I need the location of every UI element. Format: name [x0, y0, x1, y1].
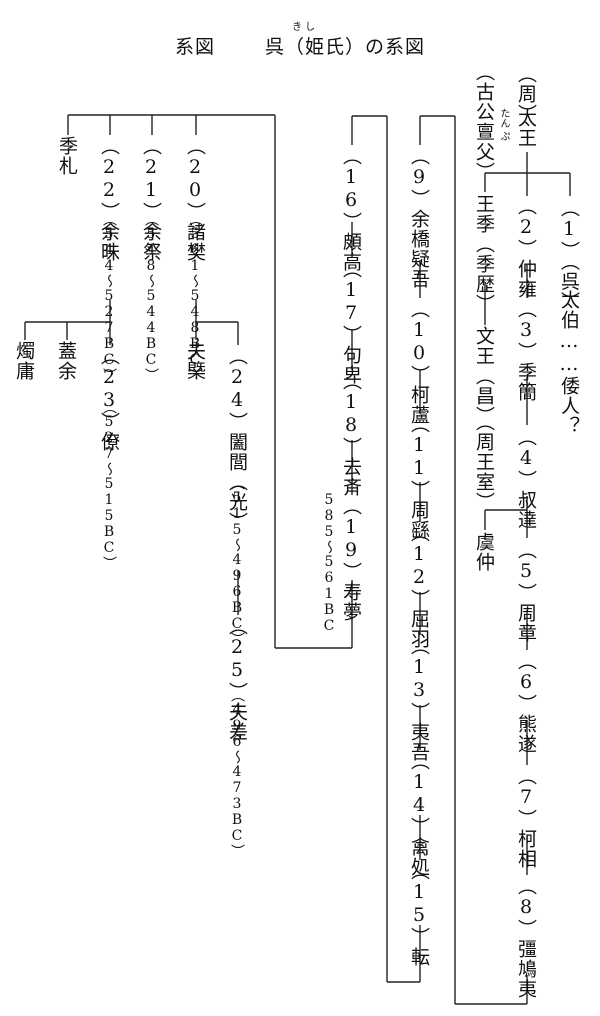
- wang19-years: 585〜561BC: [321, 492, 337, 634]
- title-prefix: 系図: [174, 36, 215, 58]
- person-wang6: （6）熊遂: [515, 651, 537, 754]
- person-wangji: 王季（季歴）: [473, 194, 495, 314]
- person-yuzhong: 虞仲: [473, 532, 495, 572]
- person-gaiyu: 蓋余: [55, 341, 77, 381]
- person-wang22: （22）余昧: [98, 136, 120, 262]
- person-wang14: （14）禽処: [408, 751, 430, 877]
- person-jizha: 季札: [56, 136, 78, 176]
- person-wang24: （24）闔閭（光）: [226, 346, 248, 532]
- person-wu1: （1）（呉）: [558, 198, 580, 312]
- title-main: 呉（姫氏）の系図: [265, 36, 426, 58]
- person-wang19: （19）寿夢: [340, 496, 362, 622]
- person-wang9: （9）余橋疑吾: [408, 146, 430, 289]
- person-wang25: （25）夫差: [226, 616, 248, 742]
- person-wang5: （5）周章: [515, 540, 537, 643]
- person-fugai: 夫槩: [184, 341, 206, 381]
- person-wang16: （16）頗高: [340, 146, 362, 272]
- person-wang17: （17）句卑: [340, 259, 362, 385]
- person-gugong: （古公亶父）: [473, 62, 495, 182]
- wang25-years: （496〜473BC）: [229, 688, 245, 858]
- person-wang7: （7）柯相: [515, 766, 537, 869]
- wang21-years: （548〜544BC）: [143, 212, 159, 382]
- wang24-years: （515〜496BC）: [229, 476, 245, 646]
- person-wang4: （4）叔達: [515, 427, 537, 530]
- wang23-years: （527〜515BC）: [101, 400, 117, 570]
- person-wang8: （8）彊鳩夷: [515, 876, 537, 999]
- gugong-ruby: たん ぷ: [498, 108, 509, 142]
- person-wang11: （11）周繇: [408, 414, 430, 540]
- person-wang13: （13）夷吾: [408, 636, 430, 762]
- person-taibo: 太伯……倭人？: [558, 290, 580, 436]
- person-wang3: （3）季簡: [515, 299, 537, 402]
- person-taiwang: 太王: [515, 108, 537, 148]
- person-wang18: （18）去斉: [340, 371, 362, 497]
- person-wenwang: 文王（昌）: [473, 326, 495, 426]
- label-zhou: （周）: [515, 64, 537, 124]
- title-ruby: き し: [292, 22, 316, 33]
- person-wang15: （15）転: [408, 861, 430, 967]
- person-zhuyong: 燭庸: [13, 341, 35, 381]
- person-wang10: （10）柯蘆: [408, 299, 430, 425]
- person-wang23: （23）僚: [98, 346, 120, 452]
- person-wang12: （12）屈羽: [408, 523, 430, 649]
- person-wang20: （20）諸樊: [184, 136, 206, 262]
- person-wang2: （2）仲雍: [515, 196, 537, 299]
- person-wang21: （21）余祭: [140, 136, 162, 262]
- wang22-years: （544〜527BC）: [101, 212, 117, 382]
- label-zhoushi: （周王室）: [473, 412, 495, 512]
- wang20-years: （561〜548BC）: [187, 212, 203, 382]
- page-title: 系図 呉（姫氏）の系図: [0, 32, 600, 59]
